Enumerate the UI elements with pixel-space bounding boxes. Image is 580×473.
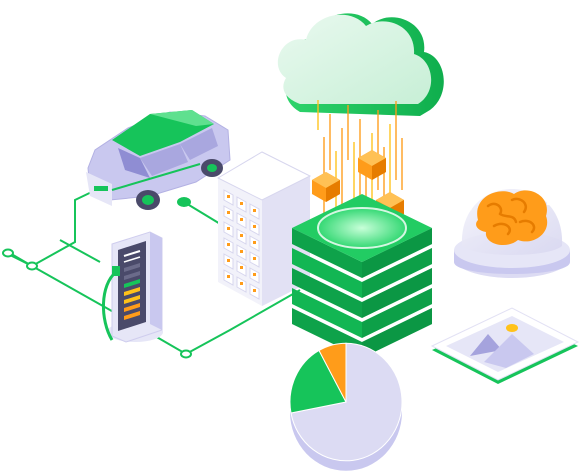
window-light	[227, 275, 230, 278]
network-nodes	[2, 197, 192, 359]
brain-in-dome-icon	[454, 164, 570, 278]
server-stack-icon	[292, 194, 432, 358]
charger-level-bar	[124, 295, 140, 304]
charger-level-bar	[124, 287, 140, 296]
window-light	[227, 195, 230, 198]
window-light	[253, 209, 256, 212]
data-cubes	[312, 150, 404, 222]
window-light	[240, 266, 243, 269]
window-light	[240, 282, 243, 285]
window-light	[253, 289, 256, 292]
cloud-icon	[277, 13, 444, 116]
server-portal	[318, 208, 406, 248]
brain-icon	[476, 190, 548, 246]
building-windows	[223, 189, 260, 300]
charger-level-bar	[124, 279, 140, 288]
window-light	[240, 250, 243, 253]
car-icon	[86, 110, 231, 210]
window-light	[227, 227, 230, 230]
pie-slice	[289, 349, 347, 414]
window-light	[240, 202, 243, 205]
window-light	[253, 257, 256, 260]
window-light	[227, 243, 230, 246]
pie-slice	[318, 342, 347, 403]
window-light	[240, 218, 243, 221]
window-light	[253, 241, 256, 244]
charger-level-bars	[124, 263, 140, 320]
window-light	[253, 273, 256, 276]
charger-level-bar	[124, 263, 140, 272]
image-card-icon	[430, 307, 580, 384]
charger-level-bar	[124, 271, 140, 280]
cube-icon	[312, 172, 340, 202]
window-light	[227, 211, 230, 214]
charger-level-bar	[124, 303, 140, 312]
cube-icon	[358, 150, 386, 180]
window-light	[240, 234, 243, 237]
network-node	[26, 261, 38, 271]
window-light	[227, 259, 230, 262]
charger-level-bar	[124, 311, 140, 320]
network-node	[177, 197, 191, 207]
network-node	[180, 349, 192, 359]
pie-chart-icon	[289, 342, 403, 471]
ev-charger-icon	[101, 231, 163, 343]
window-light	[253, 225, 256, 228]
network-node	[2, 248, 14, 258]
